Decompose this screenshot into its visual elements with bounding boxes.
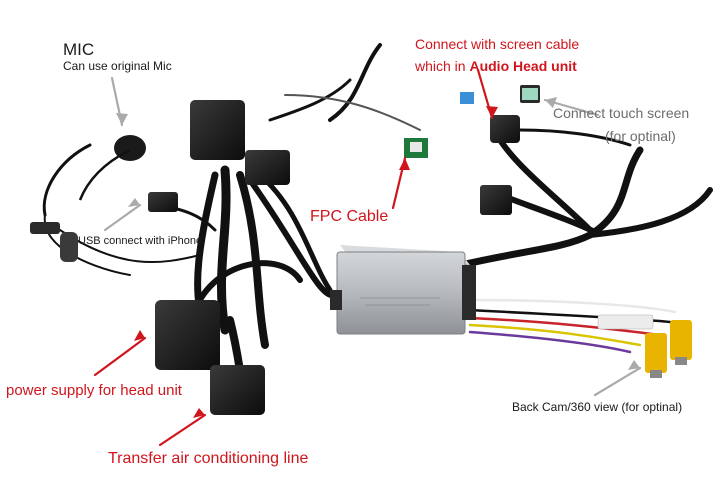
signal-wires xyxy=(468,298,677,354)
back-cam-label: Back Cam/360 view (for optinal) xyxy=(512,400,683,414)
air-arrow xyxy=(158,413,207,447)
rca-connectors xyxy=(597,314,692,378)
connectors xyxy=(30,85,540,415)
air-conditioning-label: Transfer air conditioning line xyxy=(108,450,309,467)
screen-cable-label: Connect with screen cable xyxy=(415,36,580,52)
microphone xyxy=(78,135,146,201)
air-conditioning-connector xyxy=(210,365,265,415)
power-arrow xyxy=(93,336,147,377)
screen-cable-label-line2: which in Audio Head unit xyxy=(415,58,577,74)
usb-arrow xyxy=(103,203,142,232)
interface-module xyxy=(330,245,476,335)
touch-screen-note: (for optinal) xyxy=(605,128,676,144)
backcam-arrow xyxy=(593,366,642,397)
usb-connector xyxy=(148,192,178,212)
power-supply-label: power supply for head unit xyxy=(6,382,182,399)
mic-subtitle: Can use original Mic xyxy=(63,59,172,73)
usb-label: USB connect with iPhone xyxy=(78,235,203,247)
touch-screen-label: Connect touch screen xyxy=(553,105,690,121)
mic-label: MIC xyxy=(63,40,95,59)
quadlock-connector-top xyxy=(190,100,245,160)
power-connector xyxy=(155,300,220,370)
screen-cable-connector xyxy=(490,115,520,143)
fpc-label: FPC Cable xyxy=(310,208,389,225)
